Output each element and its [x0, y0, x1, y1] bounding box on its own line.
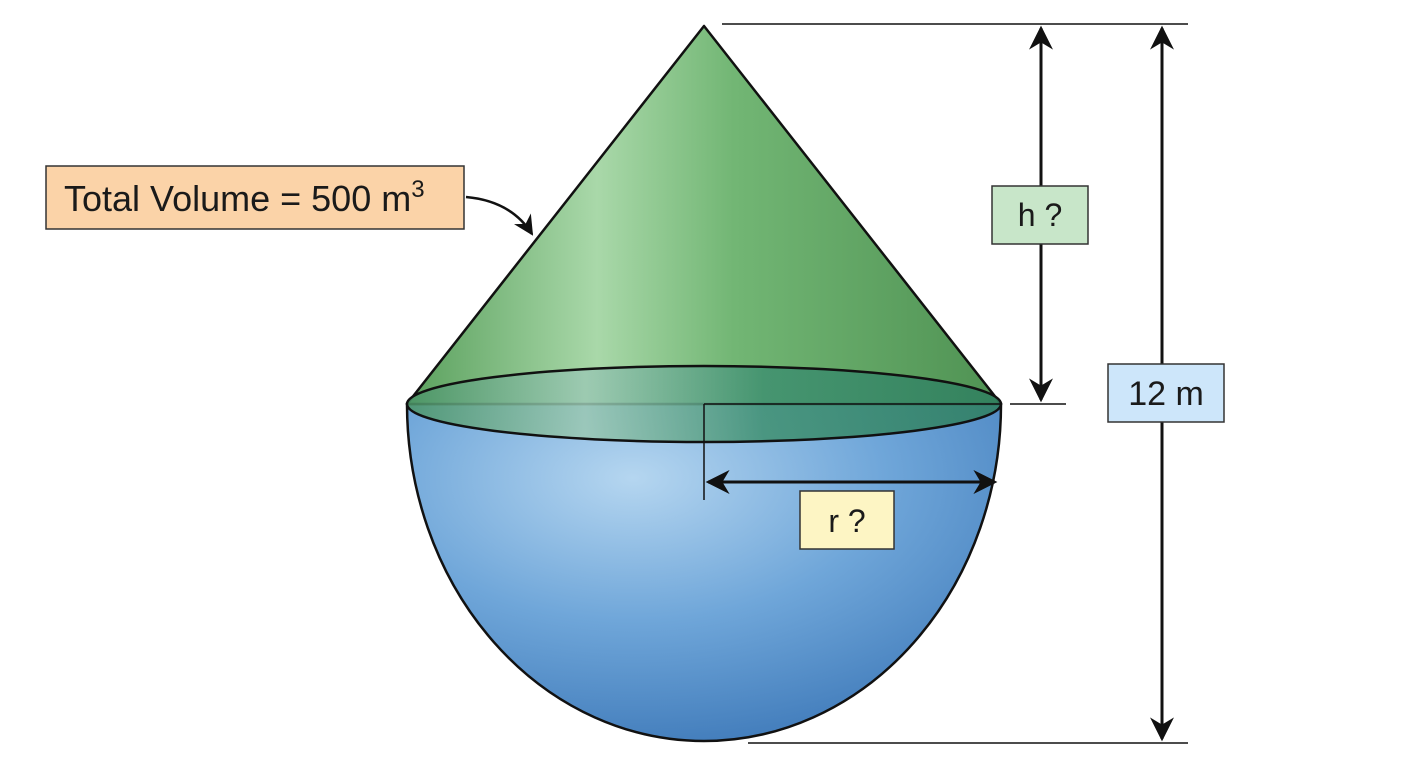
total-volume-label: Total Volume = 500 m3 — [45, 165, 465, 230]
cone — [405, 24, 1003, 406]
svg-text:Total Volume = 500 m3: Total Volume = 500 m3 — [64, 176, 425, 219]
cone-height-label: h ? — [991, 185, 1089, 245]
volume-pointer-arrow — [465, 195, 534, 236]
total-height-label: 12 m — [1107, 363, 1225, 423]
total-volume-text: Total Volume = 500 m — [64, 178, 411, 219]
cone-height-text: h ? — [1018, 197, 1062, 233]
total-volume-exponent: 3 — [411, 176, 424, 203]
radius-text: r ? — [828, 503, 865, 539]
total-height-text: 12 m — [1128, 375, 1204, 413]
radius-label: r ? — [799, 490, 895, 550]
